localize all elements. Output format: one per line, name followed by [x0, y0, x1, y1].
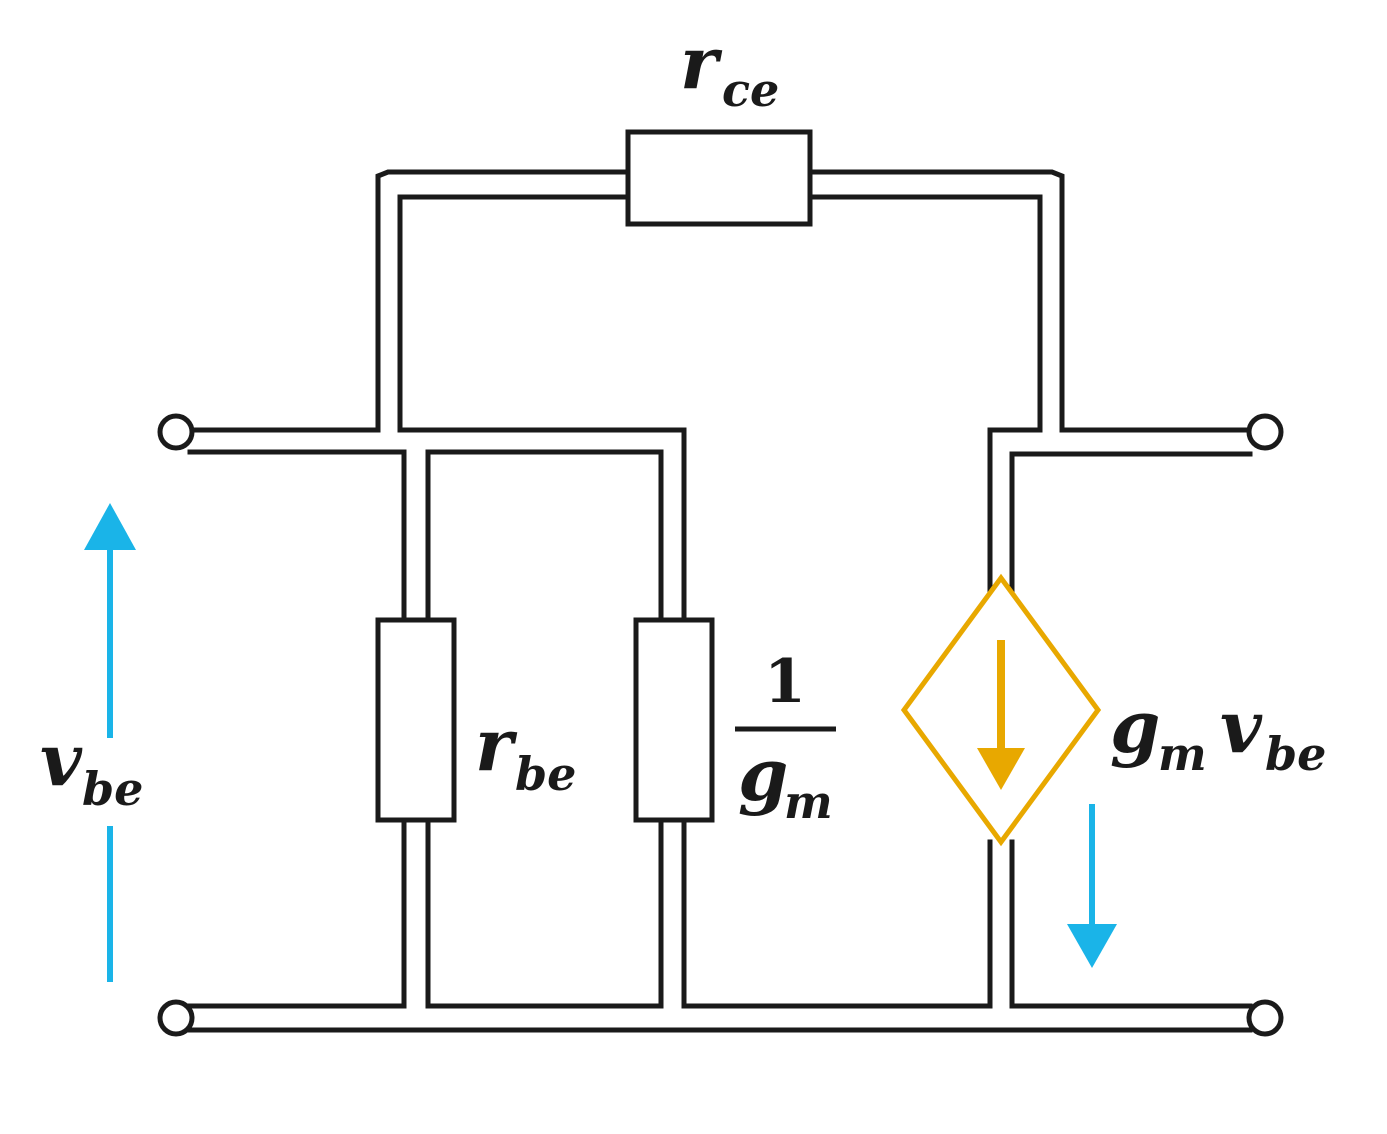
resistor-rbe — [375, 617, 457, 823]
input-terminal-bottom — [157, 999, 195, 1037]
bottom-rail — [187, 817, 1253, 1033]
resistor-rce — [625, 129, 813, 227]
output-terminal-bottom — [1246, 999, 1284, 1037]
output-terminal-top — [1246, 413, 1284, 451]
svg-text:gm: gm — [738, 732, 833, 829]
dependent-current-source — [900, 573, 1102, 847]
input-terminal-top — [157, 413, 195, 451]
down-arrow-icon — [977, 640, 1025, 790]
label-rbe: rbe — [475, 702, 576, 801]
label-vbe-input: vbe — [40, 717, 143, 816]
rce-branch-wires — [375, 169, 1065, 433]
output-side-wires — [987, 427, 1253, 603]
label-inv-gm: 1 gm — [735, 647, 836, 829]
up-arrow-icon — [84, 503, 136, 982]
resistor-inv-gm — [633, 617, 715, 823]
label-rce: rce — [680, 20, 779, 117]
svg-text:1: 1 — [764, 647, 806, 717]
down-arrow-icon — [1067, 804, 1117, 968]
input-top-rail — [187, 427, 687, 623]
